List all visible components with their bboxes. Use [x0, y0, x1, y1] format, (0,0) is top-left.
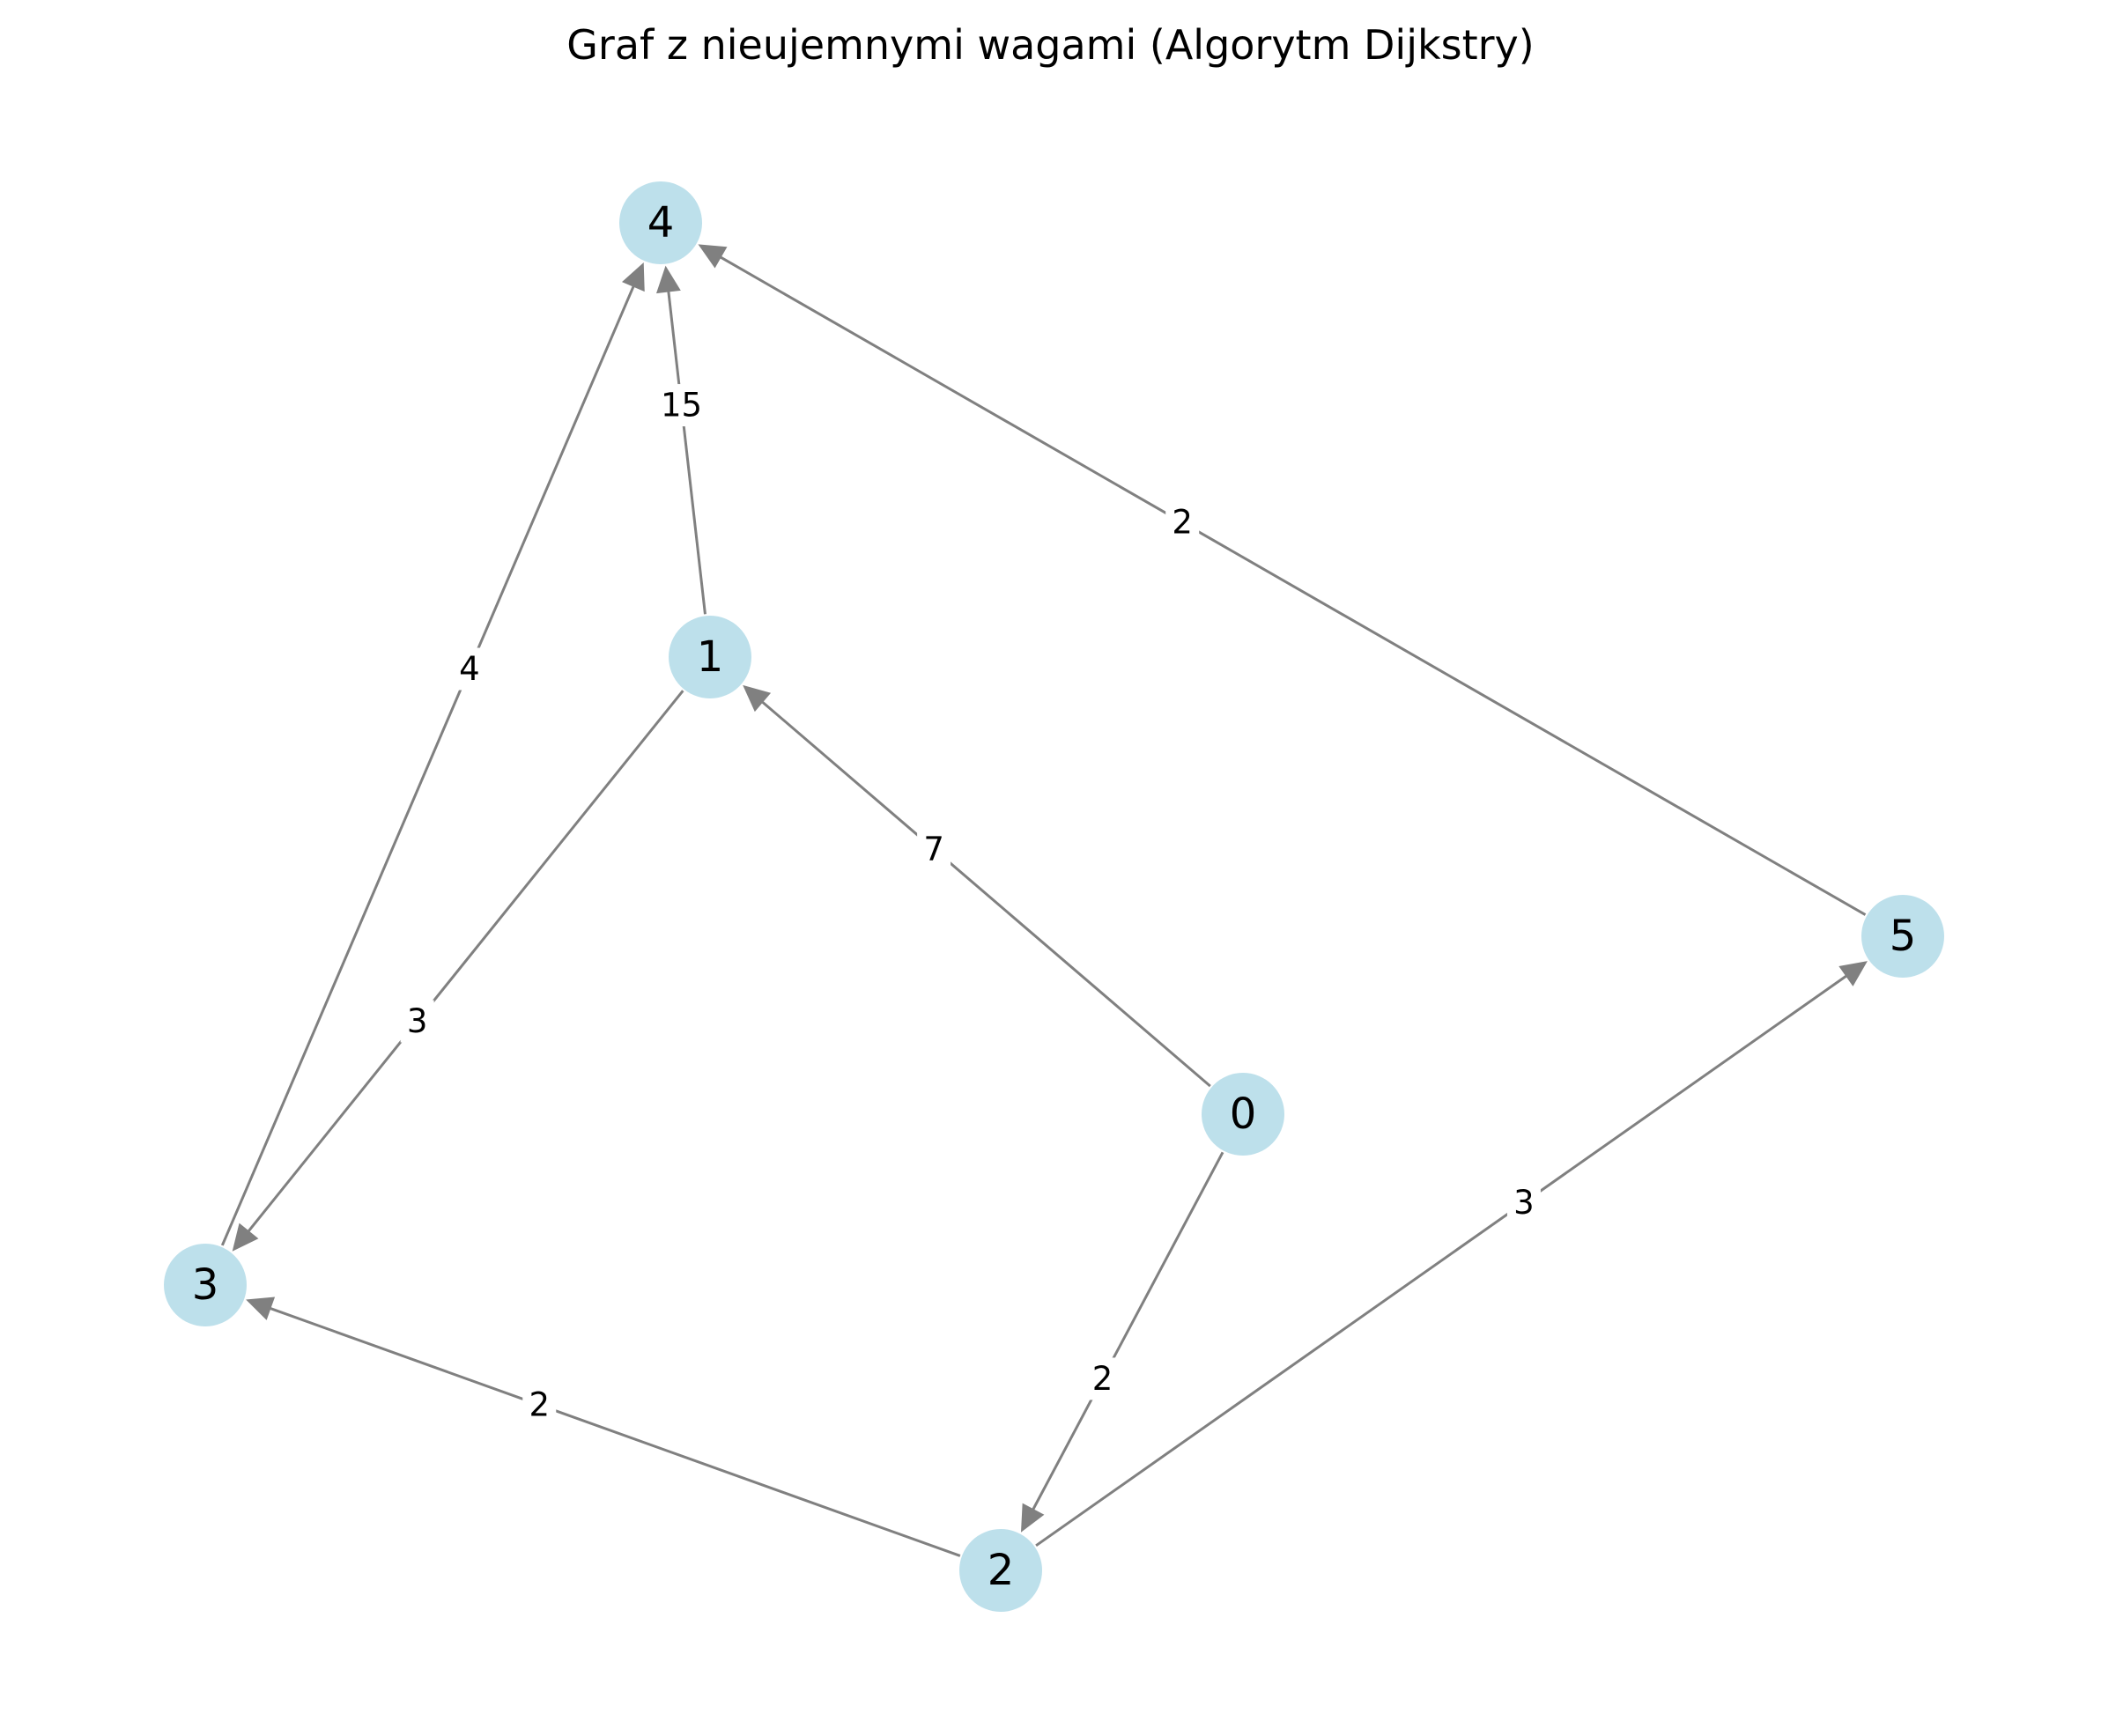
arrowhead-5-4 — [698, 244, 728, 269]
edge-label-3-4: 4 — [452, 647, 486, 691]
edge-label-0-1: 7 — [917, 827, 951, 870]
node-circle — [619, 181, 702, 264]
edge-3-4 — [220, 283, 636, 1246]
node-circle — [164, 1244, 247, 1326]
arrowhead-2-3 — [246, 1296, 276, 1320]
node-circle — [959, 1529, 1042, 1612]
node-circle — [1202, 1073, 1284, 1156]
edge-weight: 3 — [1513, 1184, 1535, 1222]
edge-1-4 — [666, 288, 706, 615]
node-label: 0 — [1230, 1090, 1257, 1139]
node-circle — [1861, 895, 1944, 978]
edge-weight: 3 — [407, 1002, 428, 1040]
edge-labels-layer: 7 2 15 3 2 3 4 2 — [400, 384, 1541, 1427]
edge-5-4 — [717, 255, 1867, 916]
edge-weight: 2 — [1092, 1360, 1113, 1398]
node-label: 5 — [1890, 912, 1917, 961]
node-3: 3 — [164, 1244, 247, 1326]
arrowhead-0-2 — [1020, 1503, 1045, 1533]
edge-label-5-4: 2 — [1165, 501, 1200, 544]
node-2: 2 — [959, 1529, 1042, 1612]
arrowhead-3-4 — [622, 262, 645, 292]
edge-1-3 — [245, 690, 684, 1235]
edge-weight: 4 — [459, 650, 480, 688]
arrowhead-0-1 — [743, 684, 772, 713]
graph-title: Graf z nieujemnymi wagami (Algorytm Dijk… — [566, 21, 1535, 69]
arrowhead-1-3 — [232, 1223, 259, 1252]
edge-label-2-3: 2 — [522, 1384, 557, 1427]
edge-label-background — [1165, 501, 1200, 544]
edge-label-background — [1506, 1181, 1541, 1224]
edge-0-2 — [1030, 1151, 1224, 1513]
node-circle — [669, 616, 751, 698]
edge-label-0-2: 2 — [1085, 1357, 1120, 1400]
arrowhead-1-4 — [656, 265, 681, 294]
edge-label-background — [1085, 1357, 1120, 1400]
node-0: 0 — [1202, 1073, 1284, 1156]
edge-label-1-4: 15 — [654, 384, 709, 427]
node-4: 4 — [619, 181, 702, 264]
node-label: 3 — [192, 1260, 219, 1310]
edge-0-1 — [758, 698, 1211, 1088]
edge-weight: 2 — [1172, 504, 1193, 542]
edge-label-background — [917, 827, 951, 870]
edges-layer — [220, 244, 1868, 1557]
edge-weight: 2 — [529, 1386, 550, 1424]
node-label: 2 — [988, 1546, 1015, 1595]
node-5: 5 — [1861, 895, 1944, 978]
edge-weight: 7 — [923, 830, 944, 868]
edge-label-1-3: 3 — [400, 1000, 434, 1043]
arrowhead-2-5 — [1838, 961, 1868, 986]
edge-label-background — [654, 384, 709, 427]
edge-2-5 — [1035, 972, 1850, 1548]
edge-label-background — [452, 647, 486, 691]
node-label: 1 — [697, 632, 724, 682]
edge-label-2-5: 3 — [1506, 1181, 1541, 1224]
nodes-layer: 0 1 2 3 4 5 — [164, 181, 1944, 1612]
edge-2-3 — [267, 1305, 961, 1557]
edge-label-background — [522, 1384, 557, 1427]
edge-weight: 15 — [661, 387, 702, 425]
edge-label-background — [400, 1000, 434, 1043]
node-1: 1 — [669, 616, 751, 698]
node-label: 4 — [647, 198, 675, 247]
